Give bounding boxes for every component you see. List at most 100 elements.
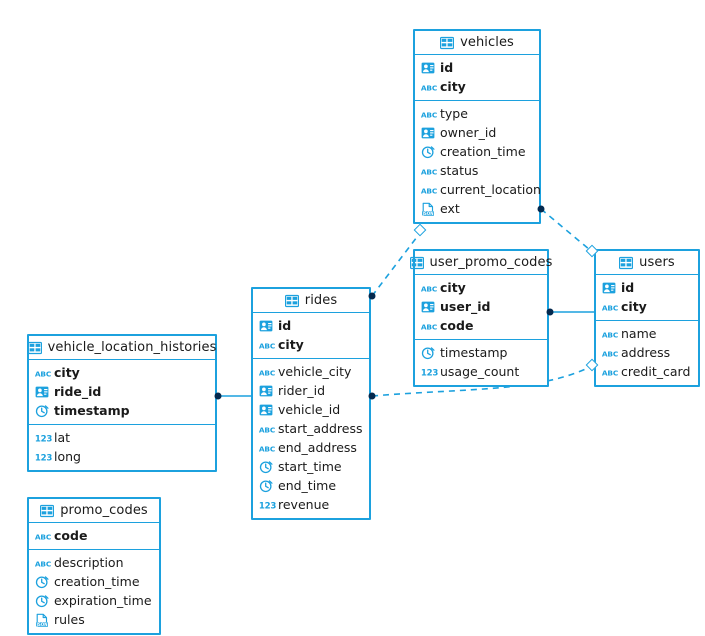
id-badge-icon <box>259 319 273 333</box>
primary-key-row-id[interactable]: id <box>596 278 698 297</box>
abc-text-icon: ABC <box>35 529 51 543</box>
column-row-rider_id[interactable]: rider_id <box>253 381 369 400</box>
abc-text-icon: ABC <box>421 80 437 94</box>
svg-text:ABC: ABC <box>602 330 618 339</box>
abc-text-icon: ABC <box>35 366 51 380</box>
123-number-icon: 123 <box>35 450 52 464</box>
relationship-endpoint-dot-rides-to-vehicles <box>368 292 376 300</box>
table-title: vehicle_location_histories <box>47 340 217 355</box>
column-name: revenue <box>278 497 330 512</box>
column-name: usage_count <box>440 364 520 379</box>
column-row-expiration_time[interactable]: expiration_time <box>29 591 159 610</box>
json-document-icon: JSON <box>421 202 435 216</box>
column-name: status <box>440 163 479 178</box>
svg-text:ABC: ABC <box>602 368 618 377</box>
column-row-ext[interactable]: JSON ext <box>415 199 539 218</box>
123-number-icon: 123 <box>421 365 438 379</box>
column-row-timestamp[interactable]: timestamp <box>415 343 547 362</box>
column-name: city <box>278 337 304 352</box>
table-title: rides <box>304 293 338 308</box>
id-badge-icon <box>421 126 435 140</box>
column-name: city <box>440 280 466 295</box>
abc-text-icon: ABC <box>421 164 437 178</box>
column-name: timestamp <box>440 345 508 360</box>
table-header-rides[interactable]: rides <box>253 289 369 313</box>
column-row-creation_time[interactable]: creation_time <box>415 142 539 161</box>
svg-text:ABC: ABC <box>421 284 437 293</box>
table-header-vehicles[interactable]: vehicles <box>415 31 539 55</box>
id-badge-icon <box>421 61 435 75</box>
table-grid-icon <box>40 504 55 518</box>
table-header-user_promo_codes[interactable]: user_promo_codes <box>409 251 552 275</box>
column-name: lat <box>54 430 71 445</box>
primary-key-row-ride_id[interactable]: ride_id <box>29 382 215 401</box>
clock-icon <box>421 346 435 360</box>
column-name: type <box>440 106 468 121</box>
table-header-promo_codes[interactable]: promo_codes <box>29 499 159 523</box>
svg-text:123: 123 <box>259 501 276 511</box>
table-title: users <box>639 255 675 270</box>
svg-text:ABC: ABC <box>35 369 51 378</box>
column-name: ext <box>440 201 460 216</box>
primary-key-row-timestamp[interactable]: timestamp <box>29 401 215 420</box>
abc-text-icon: ABC <box>602 327 618 341</box>
table-header-vehicle_location_histories[interactable]: vehicle_location_histories <box>27 336 217 360</box>
column-name: long <box>54 449 81 464</box>
svg-text:ABC: ABC <box>35 559 51 568</box>
json-document-icon: JSON <box>35 613 49 627</box>
primary-key-row-user_id[interactable]: user_id <box>415 297 547 316</box>
column-row-owner_id[interactable]: owner_id <box>415 123 539 142</box>
table-grid-icon <box>619 256 634 270</box>
column-name: owner_id <box>440 125 497 140</box>
relationship-endpoint-diamond-rides-to-vehicles <box>413 223 427 237</box>
primary-key-row-id[interactable]: id <box>415 58 539 77</box>
svg-text:ABC: ABC <box>259 368 275 377</box>
svg-text:ABC: ABC <box>421 322 437 331</box>
abc-text-icon: ABC <box>259 365 275 379</box>
clock-icon <box>259 460 273 474</box>
table-header-users[interactable]: users <box>596 251 698 275</box>
column-row-creation_time[interactable]: creation_time <box>29 572 159 591</box>
primary-key-row-id[interactable]: id <box>253 316 369 335</box>
column-name: rider_id <box>278 383 326 398</box>
column-row-vehicle_id[interactable]: vehicle_id <box>253 400 369 419</box>
column-row-end_time[interactable]: end_time <box>253 476 369 495</box>
clock-icon <box>35 404 49 418</box>
column-row-start_time[interactable]: start_time <box>253 457 369 476</box>
column-name: expiration_time <box>54 593 152 608</box>
